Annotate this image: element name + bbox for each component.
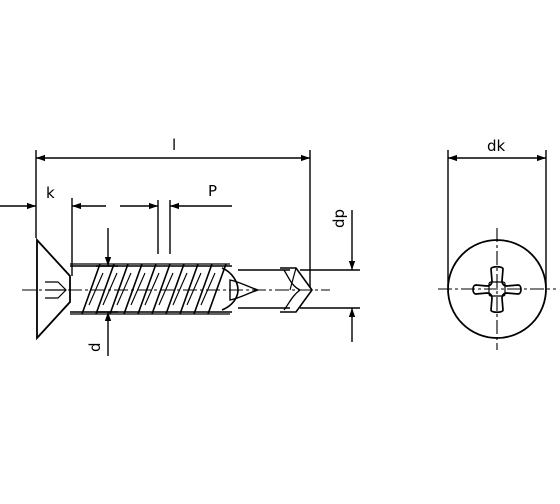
screw-side-view <box>36 237 313 341</box>
thread-diameter-label: d <box>86 342 104 352</box>
dimension-lines <box>0 150 360 356</box>
countersunk-head <box>36 237 71 341</box>
thread-helix <box>81 263 227 315</box>
phillips-recess-icon <box>472 265 522 314</box>
pitch-label: P <box>208 182 217 200</box>
head-height-label: k <box>46 184 55 202</box>
head-diameter-label: dk <box>487 137 506 155</box>
length-label: l <box>172 136 176 154</box>
drill-point-diameter-label: dp <box>330 209 348 228</box>
